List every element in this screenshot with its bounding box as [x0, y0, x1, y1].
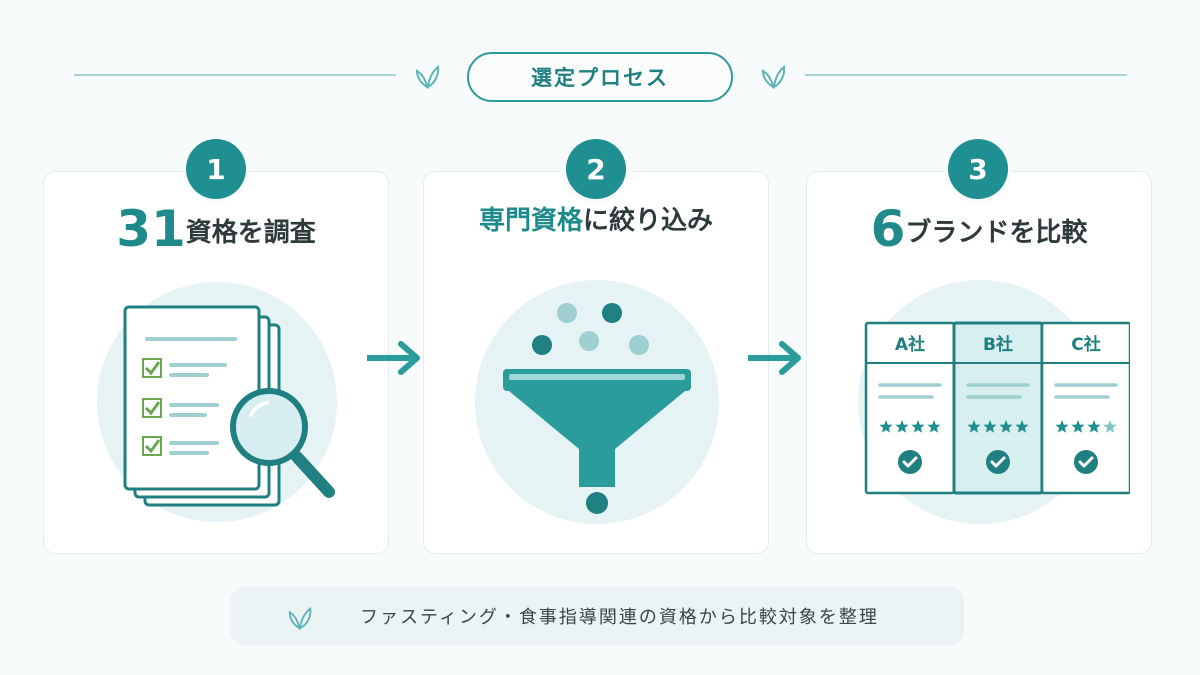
comparison-illustration: A社 B社 C社	[858, 280, 1130, 524]
star-icon	[983, 420, 997, 433]
header-line-left	[74, 74, 396, 76]
check-circle-icon	[1074, 450, 1098, 474]
star-icon	[911, 420, 925, 433]
particle-dot	[586, 492, 608, 514]
star-icon	[1015, 420, 1029, 433]
column-label: C社	[1071, 334, 1100, 355]
funnel-icon	[503, 369, 691, 487]
page-title: 選定プロセス	[467, 52, 733, 102]
comparison-table: A社 B社 C社	[864, 321, 1130, 495]
check-circle-icon	[898, 450, 922, 474]
leaf-icon	[415, 65, 440, 90]
star-icon	[1071, 420, 1085, 433]
column-label: A社	[895, 334, 925, 355]
particle-dot	[579, 331, 599, 351]
step-title: 31資格を調査	[44, 200, 388, 258]
star-icon	[1103, 420, 1117, 433]
leaf-icon	[761, 65, 786, 90]
particle-dot	[602, 303, 622, 323]
check-circle-icon	[986, 450, 1010, 474]
step-title: 6ブランドを比較	[807, 200, 1151, 258]
comparison-column: C社	[1040, 321, 1130, 495]
step-badge-1: 1	[186, 139, 246, 199]
star-icon	[895, 420, 909, 433]
comparison-column: B社	[952, 321, 1044, 495]
arrow-right-icon	[367, 341, 420, 375]
magnifier-icon	[230, 388, 335, 498]
step-title-number: 31	[116, 200, 186, 258]
star-icon	[879, 420, 893, 433]
leaf-icon	[288, 606, 312, 630]
star-icon	[967, 420, 981, 433]
particle-dot	[532, 335, 552, 355]
checklist-document-icon	[123, 305, 261, 491]
step-card-3: 6ブランドを比較 A社 B社 C社	[806, 171, 1152, 554]
step-title-text: ブランドを比較	[905, 218, 1088, 248]
star-icon	[1087, 420, 1101, 433]
star-icon	[1055, 420, 1069, 433]
comparison-column: A社	[864, 321, 956, 495]
research-illustration	[97, 282, 337, 522]
particle-dot	[629, 335, 649, 355]
step-badge-2: 2	[566, 139, 626, 199]
star-icon	[927, 420, 941, 433]
step-title: 専門資格に絞り込み	[424, 200, 768, 237]
step-title-number: 6	[870, 200, 906, 258]
column-box	[1040, 321, 1130, 495]
step-title-text: に絞り込み	[583, 206, 714, 236]
particle-dot	[557, 303, 577, 323]
footer-text: ファスティング・食事指導関連の資格から比較対象を整理	[360, 607, 879, 628]
arrow-right-icon	[748, 341, 801, 375]
step-card-2: 専門資格に絞り込み	[423, 171, 769, 554]
star-icon	[999, 420, 1013, 433]
step-badge-3: 3	[948, 139, 1008, 199]
footer-note: ファスティング・食事指導関連の資格から比較対象を整理	[230, 587, 964, 645]
column-label: B社	[983, 334, 1013, 355]
step-card-1: 31資格を調査	[43, 171, 389, 554]
step-title-text: 資格を調査	[185, 218, 316, 248]
step-title-highlight: 専門資格	[478, 206, 583, 236]
header-line-right	[805, 74, 1127, 76]
funnel-illustration	[475, 280, 719, 524]
